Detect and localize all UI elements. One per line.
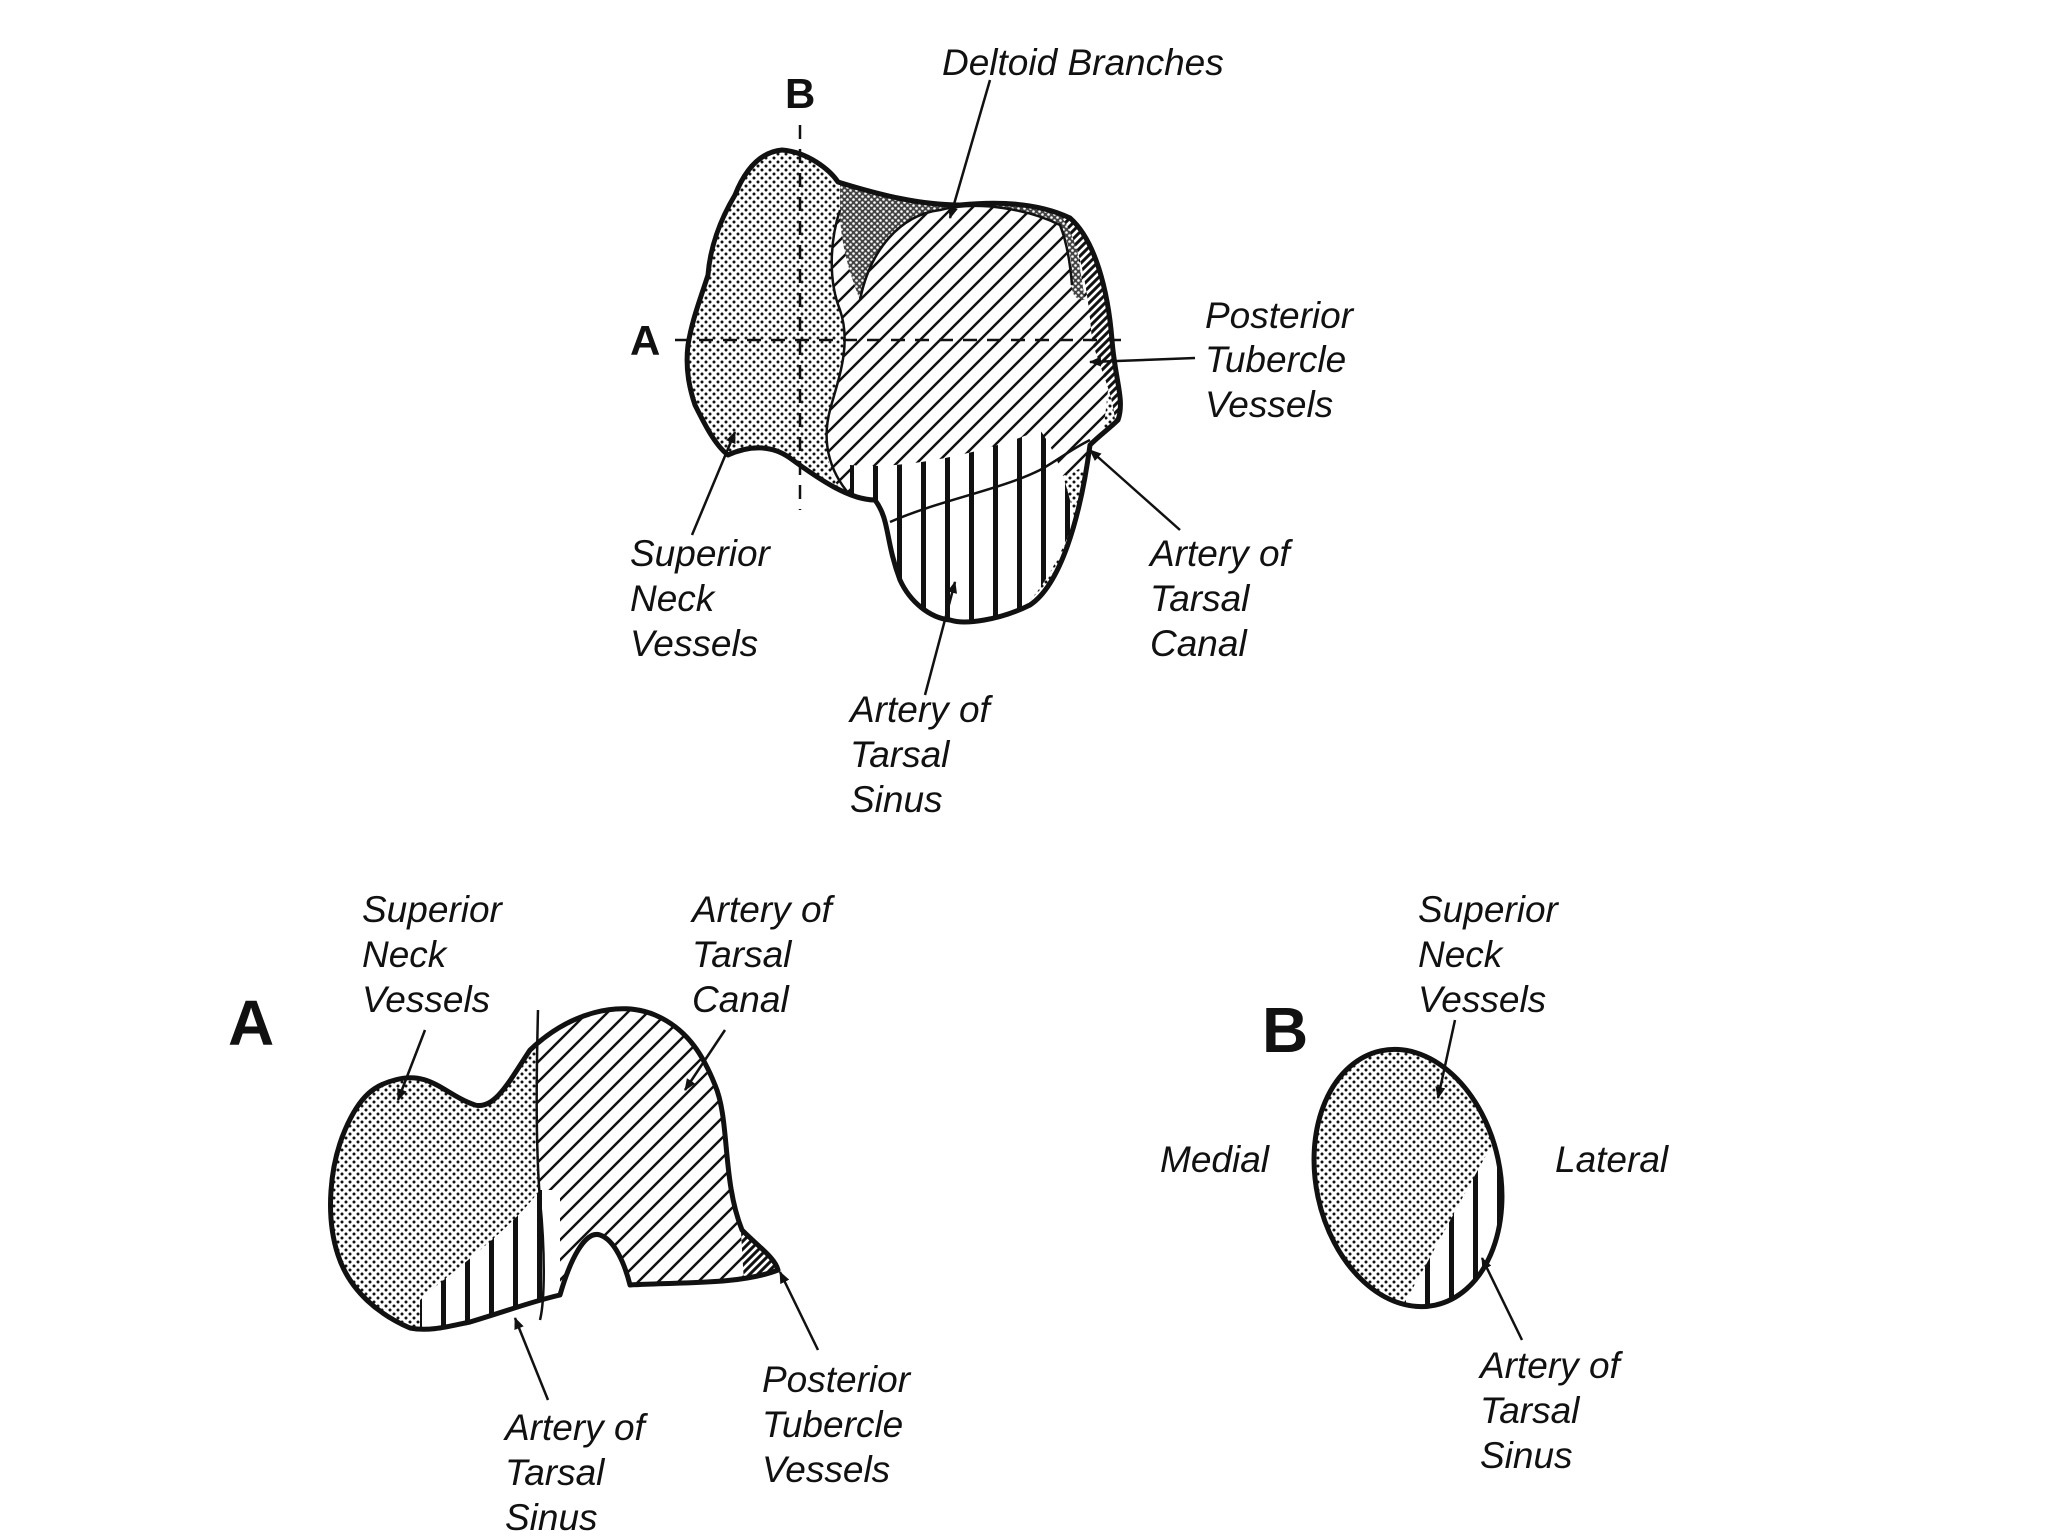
- label-posterior-top-line3: Vessels: [1205, 384, 1333, 425]
- leader-sinus-top: [923, 581, 958, 696]
- sinus-boundary: [889, 438, 1091, 524]
- label-canal-a: Artery of Tarsal Canal: [690, 889, 836, 1020]
- label-sinus-b-line1: Artery of: [1478, 1345, 1624, 1386]
- label-superior-b-line1: Superior: [1418, 889, 1560, 930]
- label-posterior-a: Posterior Tubercle Vessels: [762, 1359, 912, 1490]
- neck-body-boundary: [825, 209, 851, 496]
- section-b-figure: B Superior Neck Vessels Medial Lateral A…: [1160, 889, 1670, 1476]
- section-a-canal-region: [536, 1008, 778, 1330]
- label-sinus-b-line2: Tarsal: [1480, 1390, 1581, 1431]
- label-canal-top-line3: Canal: [1150, 623, 1248, 664]
- label-superior-top-line2: Neck: [630, 578, 717, 619]
- section-a-figure: A Superior Neck Vessels Artery of Tarsal…: [228, 889, 912, 1536]
- section-a-outline: [328, 1006, 781, 1332]
- label-superior-a: Superior Neck Vessels: [362, 889, 504, 1020]
- label-posterior-top-line2: Tubercle: [1205, 339, 1346, 380]
- label-posterior-a-line2: Tubercle: [762, 1404, 903, 1445]
- label-canal-a-line2: Tarsal: [692, 934, 793, 975]
- leader-posterior-top: [1089, 356, 1196, 367]
- label-lateral: Lateral: [1555, 1139, 1670, 1180]
- label-canal-a-line1: Artery of: [690, 889, 836, 930]
- label-posterior-top-line1: Posterior: [1205, 295, 1355, 336]
- section-b-outline: [1311, 1046, 1505, 1310]
- label-canal-top-line1: Artery of: [1148, 533, 1294, 574]
- leader-superior-b: [1435, 1019, 1457, 1099]
- label-sinus-top-line1: Artery of: [848, 689, 994, 730]
- axis-a-label: A: [630, 317, 660, 364]
- label-sinus-top-line3: Sinus: [850, 779, 943, 820]
- leader-posterior-a: [778, 1271, 820, 1351]
- leader-sinus-b: [1480, 1257, 1524, 1341]
- label-posterior-top: Posterior Tubercle Vessels: [1205, 295, 1355, 425]
- label-sinus-a-line2: Tarsal: [505, 1452, 606, 1493]
- label-sinus-a-line1: Artery of: [503, 1407, 649, 1448]
- deltoid-boundary: [858, 204, 1074, 301]
- leader-superior-top: [690, 431, 737, 536]
- leader-superior-a: [396, 1029, 427, 1101]
- label-deltoid-branches: Deltoid Branches: [942, 42, 1224, 83]
- label-superior-top: Superior Neck Vessels: [630, 533, 772, 664]
- label-superior-top-line1: Superior: [630, 533, 772, 574]
- label-posterior-a-line1: Posterior: [762, 1359, 912, 1400]
- leader-canal-top: [1089, 449, 1181, 531]
- label-superior-a-line3: Vessels: [362, 979, 490, 1020]
- label-canal-top: Artery of Tarsal Canal: [1148, 533, 1294, 664]
- section-a-divider: [535, 1009, 545, 1321]
- leader-sinus-a: [513, 1317, 550, 1401]
- label-medial: Medial: [1160, 1139, 1271, 1180]
- leader-deltoid: [948, 79, 992, 219]
- section-b-letter: B: [1262, 994, 1308, 1066]
- label-superior-a-line1: Superior: [362, 889, 504, 930]
- label-sinus-a: Artery of Tarsal Sinus: [503, 1407, 649, 1536]
- label-sinus-b-line3: Sinus: [1480, 1435, 1573, 1476]
- tarsal-canal-region: [826, 200, 1121, 520]
- talus-outline-top: [684, 147, 1123, 625]
- label-canal-a-line3: Canal: [692, 979, 790, 1020]
- section-a-letter: A: [228, 987, 274, 1059]
- leader-canal-a: [683, 1029, 727, 1091]
- label-sinus-top: Artery of Tarsal Sinus: [848, 689, 994, 820]
- label-superior-b-line2: Neck: [1418, 934, 1505, 975]
- label-superior-a-line2: Neck: [362, 934, 449, 975]
- label-superior-b-line3: Vessels: [1418, 979, 1546, 1020]
- axis-b-label: B: [785, 70, 815, 117]
- label-canal-top-line2: Tarsal: [1150, 578, 1251, 619]
- dorsal-view-figure: A B Deltoid Branches Posterior Tubercle …: [630, 42, 1355, 820]
- label-superior-top-line3: Vessels: [630, 623, 758, 664]
- label-posterior-a-line3: Vessels: [762, 1449, 890, 1490]
- label-sinus-b: Artery of Tarsal Sinus: [1478, 1345, 1624, 1476]
- label-superior-b: Superior Neck Vessels: [1418, 889, 1560, 1020]
- label-sinus-top-line2: Tarsal: [850, 734, 951, 775]
- label-sinus-a-line3: Sinus: [505, 1497, 598, 1536]
